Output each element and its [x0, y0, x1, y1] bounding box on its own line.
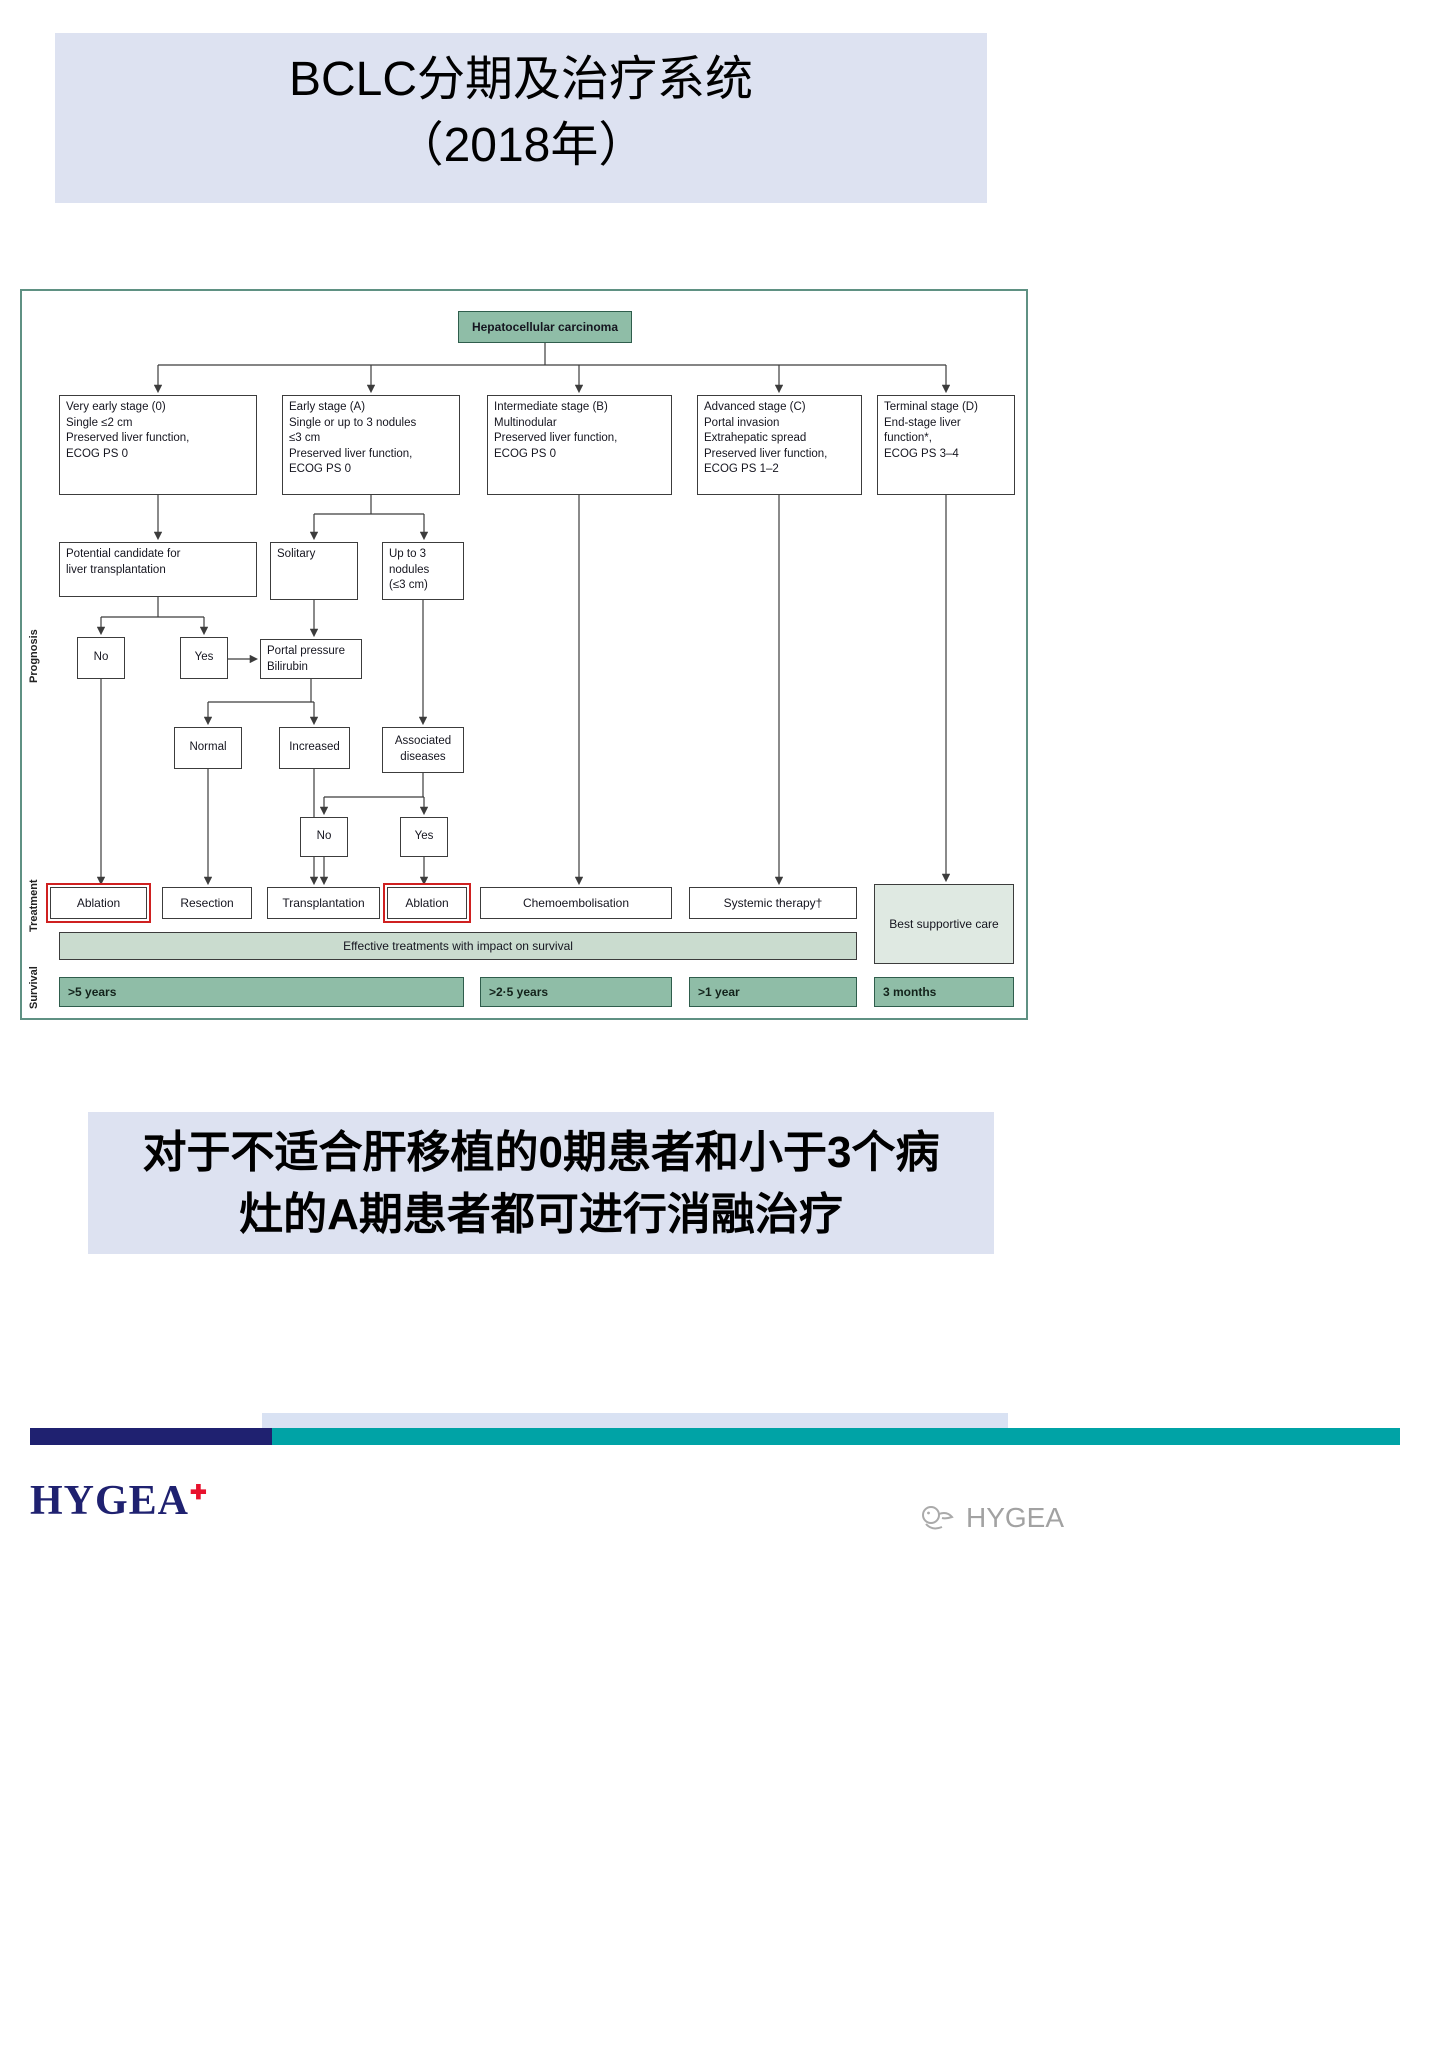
- treatment-systemic-therapy: Systemic therapy†: [689, 887, 857, 919]
- node-associated-diseases: Associated diseases: [382, 727, 464, 773]
- hygea-watermark-text: HYGEA: [966, 1502, 1065, 1533]
- stage-box-terminal: Terminal stage (D) End-stage liver funct…: [877, 395, 1015, 495]
- hygea-logo-text: HYGEA: [30, 1478, 190, 1524]
- effective-treatments-bar: Effective treatments with impact on surv…: [59, 932, 857, 960]
- decor-bar-light: [262, 1413, 1008, 1428]
- side-label-prognosis: Prognosis: [28, 629, 40, 683]
- treatment-ablation-2: Ablation: [383, 883, 471, 923]
- title-line-1: BCLC分期及治疗系统: [288, 53, 754, 106]
- survival-bar-1: >2·5 years: [480, 977, 672, 1007]
- node-no-2: No: [300, 817, 348, 857]
- treatment-resection: Resection: [162, 887, 252, 919]
- hygea-watermark-icon: [922, 1506, 954, 1530]
- caption-panel: 对于不适合肝移植的0期患者和小于3个病 灶的A期患者都可进行消融治疗: [88, 1112, 994, 1254]
- treatment-best-supportive-care: Best supportive care: [874, 884, 1014, 964]
- node-increased: Increased: [279, 727, 350, 769]
- treatment-chemoembolisation: Chemoembolisation: [480, 887, 672, 919]
- root-node-hepatocellular-carcinoma: Hepatocellular carcinoma: [458, 311, 632, 343]
- survival-bar-3: 3 months: [874, 977, 1014, 1007]
- node-normal: Normal: [174, 727, 242, 769]
- side-label-survival: Survival: [28, 966, 40, 1010]
- hygea-logo: HYGEA✚: [30, 1477, 208, 1525]
- node-up-to-3-nodules: Up to 3 nodules (≤3 cm): [382, 542, 464, 600]
- node-yes-1: Yes: [180, 637, 228, 679]
- caption-line-1: 对于不适合肝移植的0期患者和小于3个病: [142, 1128, 940, 1177]
- node-solitary: Solitary: [270, 542, 358, 600]
- decor-bar-teal: [272, 1428, 1400, 1445]
- stage-box-very-early: Very early stage (0) Single ≤2 cm Preser…: [59, 395, 257, 495]
- red-cross-icon: ✚: [190, 1482, 208, 1504]
- treatment-ablation-1: Ablation: [46, 883, 151, 923]
- title-line-2: （2018年）: [395, 119, 647, 172]
- survival-bar-2: >1 year: [689, 977, 857, 1007]
- hygea-watermark: HYGEA: [918, 1502, 1064, 1534]
- node-portal-pressure-bilirubin: Portal pressure Bilirubin: [260, 639, 362, 679]
- bclc-flowchart: Hepatocellular carcinoma Very early stag…: [20, 289, 1028, 1020]
- node-no-1: No: [77, 637, 125, 679]
- flowchart-connectors: [96, 343, 951, 886]
- survival-bar-0: >5 years: [59, 977, 464, 1007]
- node-transplant-candidate: Potential candidate for liver transplant…: [59, 542, 257, 597]
- stage-box-advanced: Advanced stage (C) Portal invasion Extra…: [697, 395, 862, 495]
- slide-title-panel: BCLC分期及治疗系统 （2018年）: [55, 33, 987, 203]
- side-label-treatment: Treatment: [28, 879, 40, 933]
- stage-box-early: Early stage (A) Single or up to 3 nodule…: [282, 395, 460, 495]
- decor-bar-navy: [30, 1428, 272, 1445]
- treatment-transplantation: Transplantation: [267, 887, 380, 919]
- node-yes-2: Yes: [400, 817, 448, 857]
- caption-line-2: 灶的A期患者都可进行消融治疗: [239, 1190, 843, 1239]
- stage-box-intermediate: Intermediate stage (B) Multinodular Pres…: [487, 395, 672, 495]
